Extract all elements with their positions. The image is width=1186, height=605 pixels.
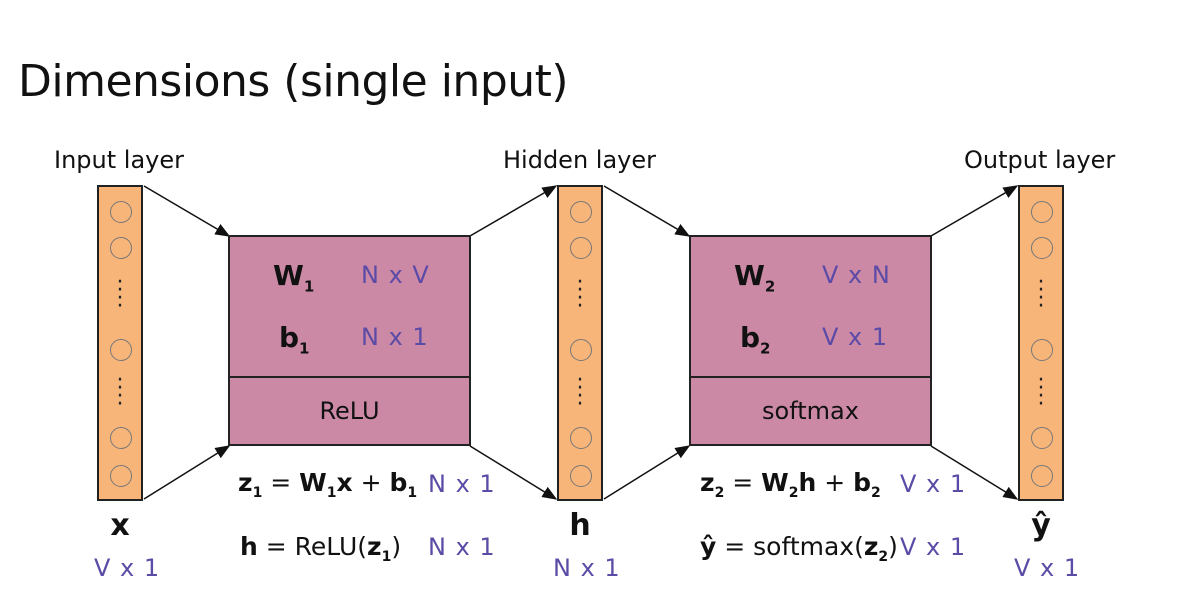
output-layer-label: Output layer (964, 146, 1116, 174)
equation-h: h = ReLU(z1) (240, 532, 402, 565)
w1-symbol: W1 (273, 259, 315, 296)
relu-activation: ReLU (319, 397, 380, 425)
input-layer-label: Input layer (54, 146, 184, 174)
neuron-node (110, 465, 132, 487)
output-layer-column: ···· ···· (1018, 185, 1064, 501)
neuron-node (110, 237, 132, 259)
hidden-layer-label: Hidden layer (503, 146, 656, 174)
equation-z1: z1 = W1x + b1 (238, 468, 418, 501)
ellipsis-icon: ···· (576, 270, 584, 319)
neuron-node (110, 201, 132, 223)
equation-z2: z2 = W2h + b2 (700, 468, 881, 501)
neuron-node (1031, 237, 1053, 259)
neuron-node (1031, 339, 1053, 361)
hidden-vector-label: h (569, 508, 591, 543)
ellipsis-icon: ···· (1037, 368, 1045, 417)
neuron-node (1031, 465, 1053, 487)
ellipsis-icon: ···· (1037, 270, 1045, 319)
neuron-node (570, 427, 592, 449)
softmax-activation: softmax (762, 397, 859, 425)
input-vector-dimension: V x 1 (94, 554, 161, 582)
ellipsis-icon: ···· (116, 368, 124, 417)
neuron-node (570, 237, 592, 259)
w2-symbol: W2 (734, 259, 776, 296)
w1-dimension: N x V (361, 261, 430, 289)
neuron-node (1031, 201, 1053, 223)
arrow-box1-to-hidden-top (469, 185, 558, 237)
b1-dimension: N x 1 (361, 323, 429, 351)
arrow-box1-to-hidden-bottom (469, 445, 558, 500)
input-vector-label: x (110, 508, 130, 543)
equation-yhat-dimension: V x 1 (900, 533, 967, 561)
input-layer-column: ···· ···· (97, 185, 143, 501)
arrow-box2-to-output-bottom (930, 445, 1019, 500)
equation-z1-dimension: N x 1 (428, 470, 496, 498)
neuron-node (570, 465, 592, 487)
ellipsis-icon: ···· (116, 270, 124, 319)
arrow-input-to-box1-top (143, 185, 231, 237)
neuron-node (570, 339, 592, 361)
ellipsis-icon: ···· (576, 368, 584, 417)
page-title: Dimensions (single input) (18, 56, 569, 107)
output-vector-label: ŷ (1031, 508, 1051, 543)
arrow-box2-to-output-top (930, 185, 1019, 237)
neuron-node (570, 201, 592, 223)
b1-symbol: b1 (279, 321, 310, 358)
hidden-vector-dimension: N x 1 (553, 554, 621, 582)
equation-h-dimension: N x 1 (428, 533, 496, 561)
equation-yhat: ŷ = softmax(z2) (700, 532, 898, 565)
box-divider (230, 376, 469, 378)
neuron-node (110, 339, 132, 361)
arrow-input-to-box1-bottom (143, 445, 231, 500)
box-divider (691, 376, 930, 378)
layer2-parameters-box: W2 V x N b2 V x 1 softmax (689, 235, 932, 446)
hidden-layer-column: ···· ···· (557, 185, 603, 501)
neuron-node (110, 427, 132, 449)
layer1-parameters-box: W1 N x V b1 N x 1 ReLU (228, 235, 471, 446)
arrow-hidden-to-box2-top (603, 185, 691, 237)
b2-dimension: V x 1 (822, 323, 889, 351)
b2-symbol: b2 (740, 321, 771, 358)
output-vector-dimension: V x 1 (1014, 554, 1081, 582)
w2-dimension: V x N (822, 261, 891, 289)
arrow-hidden-to-box2-bottom (603, 445, 691, 500)
neuron-node (1031, 427, 1053, 449)
equation-z2-dimension: V x 1 (900, 470, 967, 498)
